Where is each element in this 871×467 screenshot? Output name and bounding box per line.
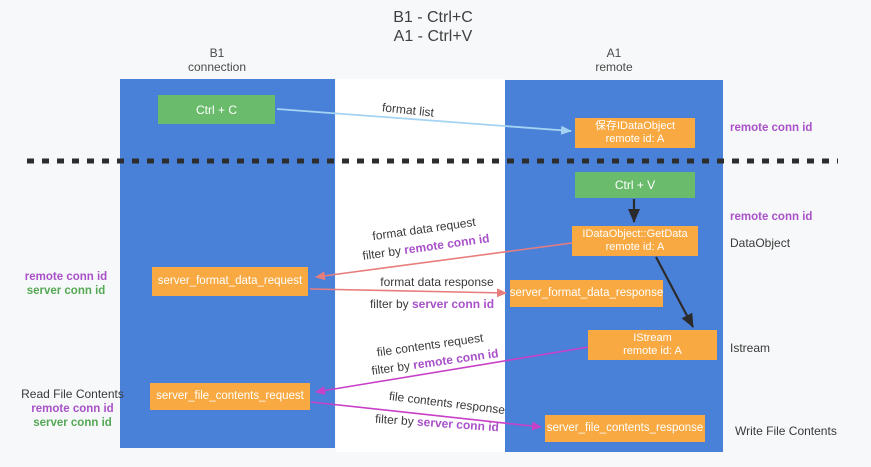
filter-by-text: filter by (369, 297, 412, 311)
column-b1-subtitle: connection (187, 60, 247, 74)
node-save-dataobject-line1: 保存IDataObject (594, 120, 676, 132)
node-server-format-data-response-label: server_format_data_response (509, 287, 664, 299)
left-read-file-contents-label: Read File Contents (21, 387, 124, 401)
title-line-1: B1 - Ctrl+C (393, 9, 473, 26)
node-server-file-contents-response-label: server_file_contents_response (546, 422, 704, 434)
node-istream-line2: remote id: A (623, 345, 682, 357)
right-istream-label: Istream (730, 341, 771, 355)
right-dataobject-label: DataObject (730, 236, 791, 250)
right-remote-conn-id-1: remote conn id (730, 122, 813, 134)
node-server-format-data-request: server_format_data_request (152, 267, 308, 296)
label-format-data-response: format data response (380, 275, 494, 289)
node-ctrl-c-label: Ctrl + C (195, 102, 237, 117)
node-istream: IStream remote id: A (588, 330, 717, 360)
node-save-dataobject-line2: remote id: A (605, 133, 665, 145)
left-server-conn-id-1: server conn id (26, 285, 106, 297)
title-line-2: A1 - Ctrl+V (393, 28, 473, 45)
column-header-b1: B1 connection (188, 46, 246, 74)
node-ctrl-v: Ctrl + V (575, 172, 695, 198)
node-save-dataobject: 保存IDataObject remote id: A (575, 118, 695, 148)
right-remote-conn-id-2: remote conn id (730, 211, 813, 223)
column-a1-subtitle: remote (595, 60, 633, 74)
node-istream-line1: IStream (633, 332, 672, 344)
node-getdata-line1: IDataObject::GetData (582, 228, 688, 240)
node-ctrl-c: Ctrl + C (158, 95, 275, 124)
diagram-title: B1 - Ctrl+C A1 - Ctrl+V (393, 8, 473, 46)
node-server-format-data-request-label: server_format_data_request (157, 275, 303, 287)
column-header-a1: A1 remote (595, 46, 632, 74)
column-b1-name: B1 (209, 46, 225, 60)
left-remote-conn-id-1: remote conn id (24, 271, 108, 283)
label-filter-server-1: filter by server conn id (370, 297, 494, 311)
left-server-conn-id-2: server conn id (33, 417, 112, 429)
node-server-file-contents-response: server_file_contents_response (545, 415, 705, 442)
node-server-file-contents-request-label: server_file_contents_request (156, 390, 304, 402)
node-server-file-contents-request: server_file_contents_request (150, 383, 310, 410)
right-write-file-contents-label: Write File Contents (735, 424, 837, 438)
server-conn-id-text: server conn id (411, 297, 495, 311)
node-getdata-line2: remote id: A (605, 241, 665, 253)
left-remote-conn-id-2: remote conn id (31, 403, 114, 415)
filter-by-text: filter by (374, 411, 418, 429)
node-server-format-data-response: server_format_data_response (510, 280, 663, 307)
node-ctrl-v-label: Ctrl + V (614, 178, 656, 192)
column-a1-name: A1 (606, 46, 622, 60)
node-getdata: IDataObject::GetData remote id: A (572, 226, 698, 256)
